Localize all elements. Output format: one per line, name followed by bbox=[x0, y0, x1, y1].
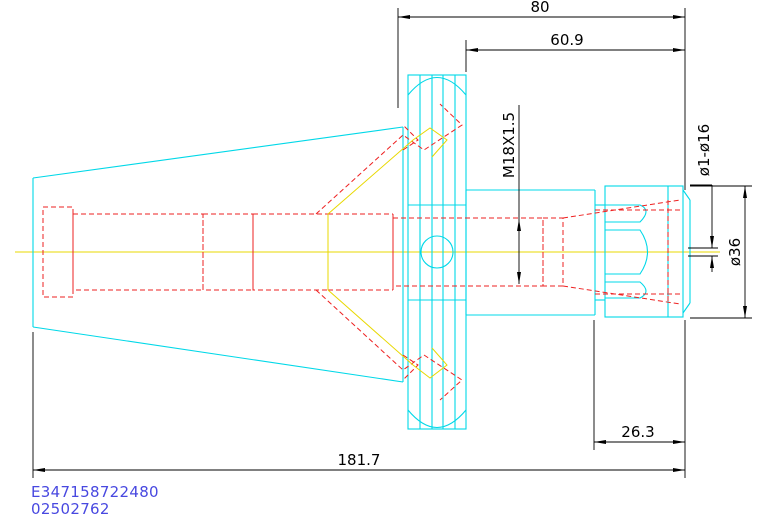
dim-nut-diameter: ø36 bbox=[726, 238, 744, 266]
dim-thread: M18X1.5 bbox=[500, 112, 518, 178]
code-line-2: 02502762 bbox=[31, 500, 110, 518]
dim-181-7: 181.7 bbox=[338, 451, 381, 469]
dim-collet-range: ø1-ø16 bbox=[695, 124, 713, 176]
part-outline bbox=[32, 74, 691, 430]
dim-80: 80 bbox=[530, 0, 549, 16]
dim-60-9: 60.9 bbox=[550, 31, 583, 49]
dimension-lines bbox=[32, 8, 752, 478]
dim-26-3: 26.3 bbox=[621, 423, 654, 441]
code-line-1: E347158722480 bbox=[31, 483, 159, 501]
center-taper-lines bbox=[327, 127, 448, 379]
